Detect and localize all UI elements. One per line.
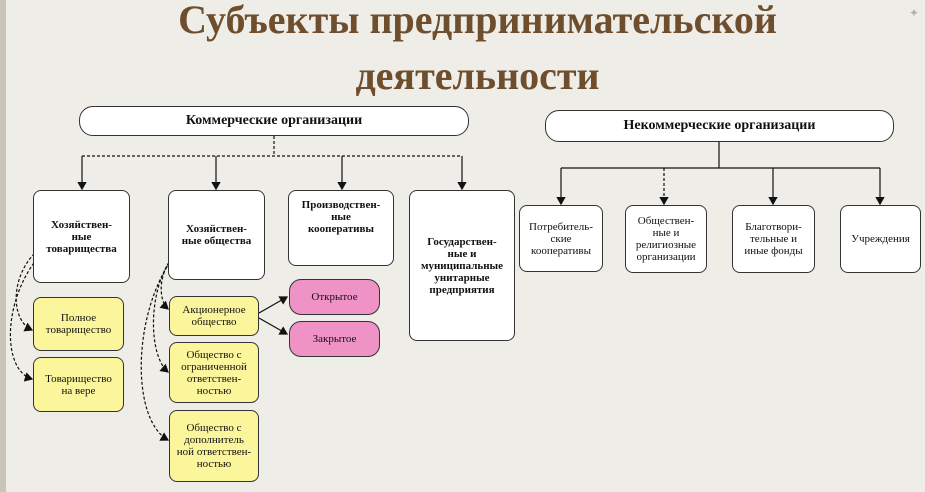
llc-node: Общество с ограниченной ответствен- ност… — [169, 342, 259, 403]
partnerships-label: Хозяйствен- ные товарищества — [46, 218, 117, 255]
noncommercial-orgs-header: Некоммерческие организации — [545, 110, 894, 142]
slide-title-line-1: Субъекты предпринимательской — [178, 0, 777, 42]
limited-partnership-label: Товарищество на вере — [45, 372, 112, 397]
charity-funds-node: Благотвори- тельные и иные фонды — [732, 205, 815, 273]
charity-funds-label: Благотвори- тельные и иные фонды — [744, 221, 803, 257]
public-religious-orgs-node: Обществен- ные и религиозные организации — [625, 205, 707, 273]
business-companies-label: Хозяйствен- ные общества — [181, 223, 252, 247]
state-municipal-enterprises-label: Государствен- ные и муниципальные унитар… — [420, 235, 504, 296]
institutions-node: Учреждения — [840, 205, 921, 273]
production-cooperatives-label: Производствен- ные кооперативы — [301, 199, 381, 235]
production-cooperatives-node: Производствен- ные кооперативы — [288, 190, 394, 266]
joint-stock-company-node: Акционерное общество — [169, 296, 259, 336]
closed-jsc-node: Закрытое — [289, 321, 380, 357]
full-partnership-node: Полное товарищество — [33, 297, 124, 351]
business-companies-node: Хозяйствен- ные общества — [168, 190, 265, 280]
partnerships-node: Хозяйствен- ные товарищества — [33, 190, 130, 283]
arrow-to-limited-partnership — [9, 254, 41, 382]
additional-liability-company-node: Общество с дополнитель ной ответствен- н… — [169, 410, 259, 482]
slide-side-stripe — [0, 0, 6, 492]
arrow-to-full-partnership — [15, 249, 39, 332]
arrow-to-closed-jsc — [258, 317, 289, 335]
arrow-to-alc — [140, 261, 171, 441]
institutions-label: Учреждения — [851, 233, 910, 245]
commercial-orgs-header: Коммерческие организации — [79, 106, 469, 136]
full-partnership-label: Полное товарищество — [45, 312, 112, 336]
state-municipal-enterprises-node: Государствен- ные и муниципальные унитар… — [409, 190, 515, 341]
consumer-cooperatives-label: Потребитель- ские кооперативы — [529, 220, 593, 257]
open-jsc-label: Открытое — [311, 291, 358, 303]
closed-jsc-label: Закрытое — [312, 333, 357, 345]
public-religious-orgs-label: Обществен- ные и религиозные организации — [635, 215, 697, 263]
limited-partnership-node: Товарищество на вере — [33, 357, 124, 412]
llc-label: Общество с ограниченной ответствен- ност… — [181, 348, 247, 397]
commercial-orgs-header-label: Коммерческие организации — [185, 113, 363, 128]
slide-corner-icon: ✦ — [908, 6, 919, 20]
additional-liability-company-label: Общество с дополнитель ной ответствен- н… — [176, 422, 252, 470]
arrow-to-llc — [152, 257, 173, 373]
consumer-cooperatives-node: Потребитель- ские кооперативы — [519, 205, 603, 272]
open-jsc-node: Открытое — [289, 279, 380, 315]
joint-stock-company-label: Акционерное общество — [182, 304, 246, 328]
slide-title-line-2: деятельности — [355, 53, 600, 98]
noncommercial-orgs-header-label: Некоммерческие организации — [623, 118, 816, 133]
arrow-to-open-jsc — [258, 296, 289, 314]
